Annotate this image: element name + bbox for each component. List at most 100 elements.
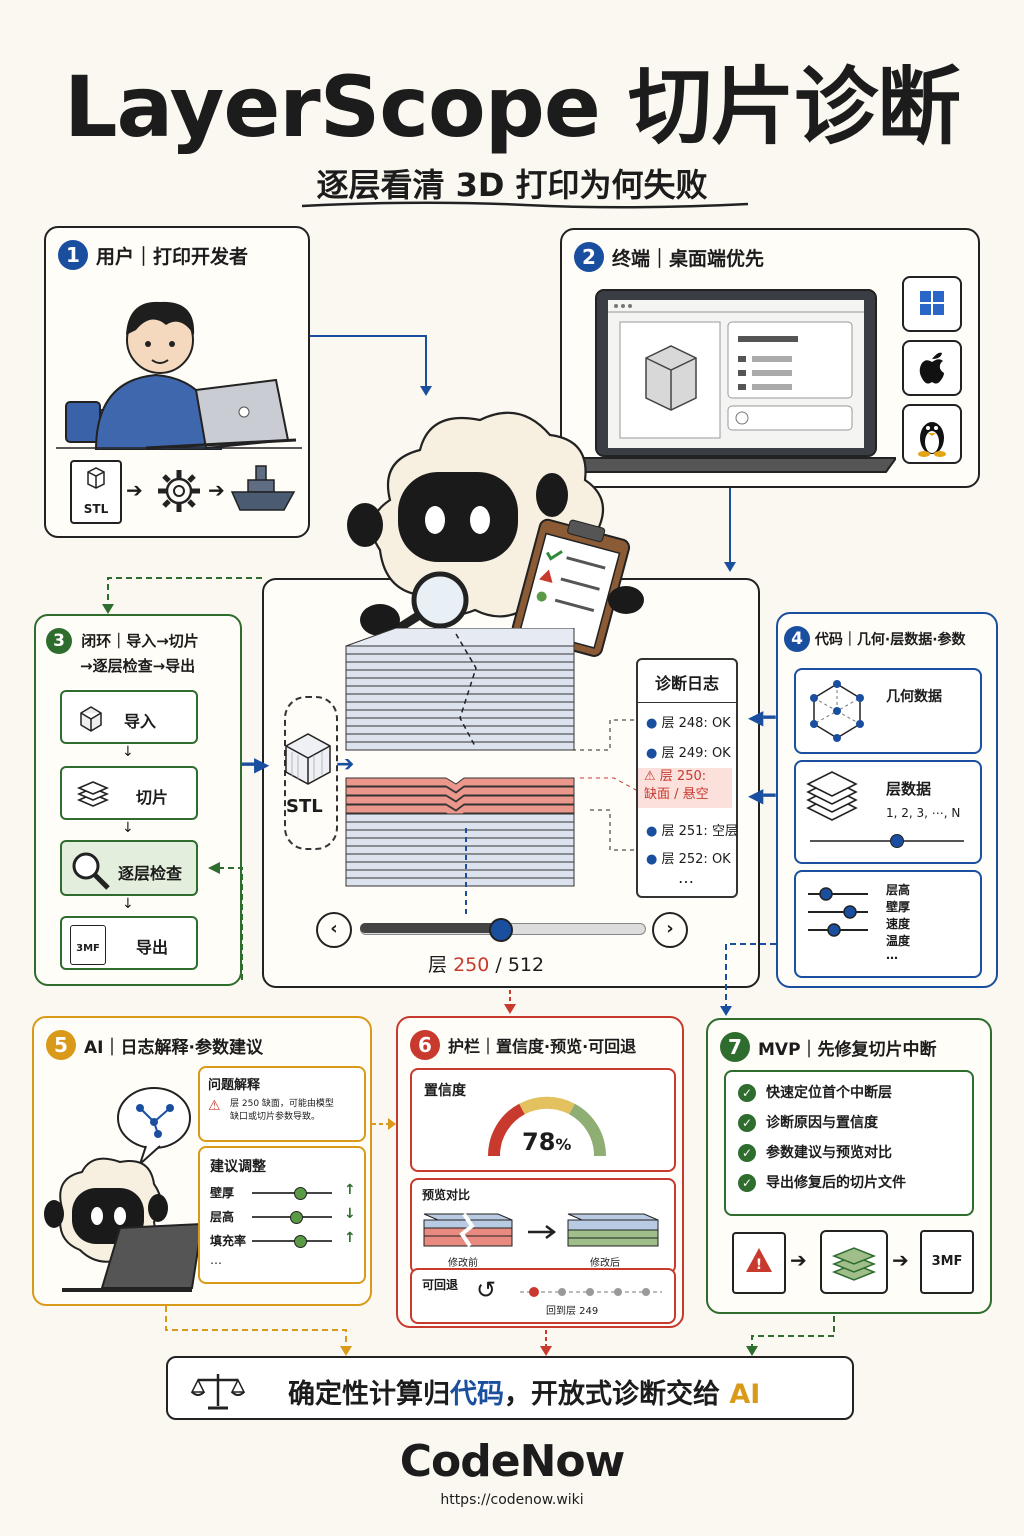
adjustment-track[interactable] xyxy=(252,1192,332,1194)
layer-stack-illustration xyxy=(345,628,575,918)
brand-url[interactable]: https://codenow.wiki xyxy=(440,1492,584,1508)
warning-icon: ⚠ xyxy=(644,769,656,784)
geometry-data-card[interactable]: 几何数据 xyxy=(794,668,982,754)
sheep-mascot-illustration xyxy=(347,411,644,657)
layer-slider-thumb[interactable] xyxy=(488,918,513,942)
scale-balance-icon xyxy=(190,1374,246,1410)
subtitle-underline xyxy=(301,201,749,209)
problem-explanation-card: 问题解释 ⚠ 层 250 缺面，可能由模型 缺口或切片参数导致。 xyxy=(198,1066,366,1142)
svg-text:!: ! xyxy=(756,1257,762,1273)
arrow-right-icon: ━▶ xyxy=(242,752,270,776)
desktop-laptop-illustration xyxy=(576,289,896,473)
sliders-icon xyxy=(808,887,868,937)
adjustment-row[interactable]: 壁厚 ↑ xyxy=(208,1182,358,1206)
layer-data-slider-thumb[interactable] xyxy=(890,834,904,848)
layer-prev-button[interactable]: ‹ xyxy=(316,912,352,948)
checklist-item: ✓参数建议与预览对比 xyxy=(738,1142,972,1172)
log-title: 诊断日志 xyxy=(654,674,719,693)
principle-banner: 确定性计算归代码，开放式诊断交给 AI xyxy=(166,1356,854,1420)
page-title: LayerScope 切片诊断 xyxy=(63,58,961,156)
log-entry: ● 层 251: 空层 xyxy=(646,824,738,839)
adjustment-direction-icon: ↓ xyxy=(344,1206,356,1222)
gear-icon xyxy=(158,470,200,512)
mvp-checklist: ✓快速定位首个中断层✓诊断原因与置信度✓参数建议与预览对比✓导出修复后的切片文件 xyxy=(724,1070,974,1216)
arrow-right-icon: ➔ xyxy=(790,1248,807,1272)
undo-icon[interactable]: ↺ xyxy=(476,1276,497,1304)
rollback-timeline[interactable] xyxy=(516,1284,666,1300)
panel-workflow-title: 3 闭环｜导入→切片 →逐层检查→导出 xyxy=(46,628,199,678)
check-icon: ✓ xyxy=(738,1114,756,1132)
warning-file-icon: ! xyxy=(732,1232,786,1294)
adjustment-knob[interactable] xyxy=(294,1187,307,1200)
stl-input-module xyxy=(284,696,338,850)
arrow-icon: ➔ xyxy=(126,478,143,502)
arrow-icon: ➔ xyxy=(208,478,225,502)
diagnostic-log-panel: 诊断日志 ● 层 248: OK ● 层 249: OK ⚠ 层 250:缺面 … xyxy=(636,658,738,898)
panel-code-title: 4 代码｜几何·层数据·参数 xyxy=(784,626,966,652)
developer-illustration xyxy=(56,301,302,450)
param-more: ⋯ xyxy=(886,951,898,965)
page-subtitle: 逐层看清 3D 打印为何失败 xyxy=(316,166,708,204)
suggested-adjustments-card: 建议调整 壁厚 ↑层高 ↓填充率 ↑ ⋯ xyxy=(198,1146,366,1284)
workflow-step-inspect[interactable]: 逐层检查 xyxy=(60,840,198,896)
3mf-file-icon: 3MF xyxy=(70,925,106,965)
layer-slider-fill xyxy=(360,923,499,933)
cube-icon xyxy=(80,706,102,732)
adjustment-label: 壁厚 xyxy=(210,1186,235,1200)
layers-icon xyxy=(806,771,858,821)
brand-logo: CodeNow xyxy=(399,1436,626,1487)
stl-label: STL xyxy=(286,796,323,817)
geometry-mesh-icon xyxy=(810,680,864,742)
adjustment-knob[interactable] xyxy=(290,1211,303,1224)
checklist-item: ✓快速定位首个中断层 xyxy=(738,1082,972,1112)
arrow-right-icon: ➔ xyxy=(892,1248,909,1272)
fixed-layers-icon xyxy=(820,1230,888,1294)
rollback-card: 可回退 ↺ 回到层 249 xyxy=(410,1268,676,1324)
adjustment-row[interactable]: 填充率 ↑ xyxy=(208,1230,358,1254)
warning-icon: ⚠ xyxy=(208,1098,221,1114)
layers-icon xyxy=(76,781,110,807)
parameters-card[interactable]: 层高 壁厚 速度 温度 ⋯ xyxy=(794,870,982,978)
arrow-right-icon: ➔ xyxy=(336,752,355,777)
param-item: 壁厚 xyxy=(886,900,911,914)
checklist-item: ✓诊断原因与置信度 xyxy=(738,1112,972,1142)
adjustment-track[interactable] xyxy=(252,1240,332,1242)
param-item: 速度 xyxy=(886,917,911,931)
check-icon: ✓ xyxy=(738,1144,756,1162)
arrow-down-icon: ↓ xyxy=(122,744,134,760)
layer-next-button[interactable]: › xyxy=(652,912,688,948)
adjustment-label: 层高 xyxy=(210,1210,235,1224)
arrow-left-icon: ◀━ xyxy=(748,705,776,729)
log-connectors xyxy=(572,719,637,851)
log-entry: ● 层 252: OK xyxy=(646,852,731,867)
arrow-down-icon: ↓ xyxy=(122,820,134,836)
adjustment-direction-icon: ↑ xyxy=(344,1230,356,1246)
layer-data-card[interactable]: 层数据 1, 2, 3, ⋯, N xyxy=(794,760,982,864)
log-more: … xyxy=(678,868,694,887)
arrow-left-icon: ◀━ xyxy=(748,783,776,807)
step-number-1: 1 xyxy=(58,240,88,270)
step-number-7: 7 xyxy=(720,1032,750,1062)
confidence-gauge xyxy=(487,1096,607,1157)
workflow-step-slice[interactable]: 切片 xyxy=(60,766,198,820)
workflow-step-import[interactable]: 导入 xyxy=(60,690,198,744)
adjustment-label: 填充率 xyxy=(210,1234,247,1248)
wireframe-cube-icon xyxy=(285,733,331,785)
confidence-card: 置信度 78% xyxy=(410,1068,676,1172)
layer-counter: 层 250 / 512 xyxy=(428,954,545,976)
param-item: 层高 xyxy=(886,883,911,897)
adjustment-knob[interactable] xyxy=(294,1235,307,1248)
3mf-file-icon: 3MF xyxy=(920,1230,974,1294)
adjustment-row[interactable]: 层高 ↓ xyxy=(208,1206,358,1230)
printed-boat-icon xyxy=(230,465,296,511)
confidence-value: 78% xyxy=(522,1128,572,1156)
log-entry-error: ⚠ 层 250:缺面 / 悬空 xyxy=(638,768,732,808)
workflow-step-export[interactable]: 3MF 导出 xyxy=(60,916,198,970)
apple-icon xyxy=(902,340,962,396)
step-number-5: 5 xyxy=(46,1030,76,1060)
